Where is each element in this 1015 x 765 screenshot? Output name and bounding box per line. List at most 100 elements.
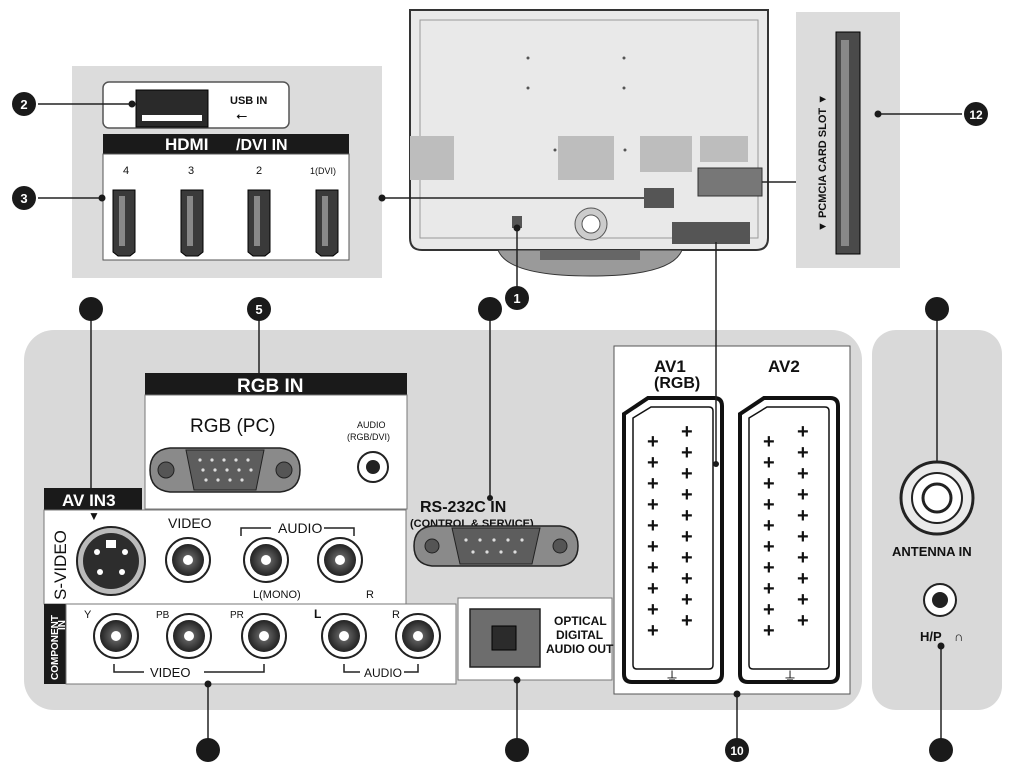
- optical-label-2: DIGITAL: [556, 628, 603, 642]
- optical-label: OPTICAL: [554, 614, 607, 628]
- av2-label: AV2: [768, 357, 800, 376]
- optical-label-3: AUDIO OUT: [546, 642, 614, 656]
- scart-pin: +: [681, 526, 693, 548]
- scart-pin: +: [797, 589, 809, 611]
- scart-pin: +: [647, 473, 659, 495]
- scart-pin: +: [763, 515, 775, 537]
- hp-label: H/P: [920, 629, 942, 644]
- rgb-pc-port[interactable]: [149, 447, 301, 493]
- comp-y-label: Y: [84, 609, 92, 621]
- callout-13-marker: [929, 738, 953, 762]
- scart-pin: +: [763, 620, 775, 642]
- rgb-in-title: RGB IN: [237, 376, 304, 397]
- scart-pin: +: [647, 494, 659, 516]
- scart-pin: +: [763, 578, 775, 600]
- av1-rgb-label: (RGB): [654, 375, 700, 392]
- av1-scart-port[interactable]: [622, 396, 724, 684]
- scart-pin: +: [681, 589, 693, 611]
- callout-12: 12: [969, 108, 983, 122]
- scart-pin: +: [763, 452, 775, 474]
- hdmi-port-label: 3: [188, 165, 194, 177]
- av-audio-label: AUDIO: [278, 520, 322, 536]
- scart-pin: +: [797, 442, 809, 464]
- usb-port[interactable]: [135, 89, 209, 128]
- component-audio-r-jack[interactable]: [395, 613, 441, 659]
- component-label: COMPONENT: [50, 615, 61, 680]
- audio-rgb-label: AUDIO: [357, 420, 386, 430]
- scart-pin: +: [647, 431, 659, 453]
- scart-pin: +: [763, 557, 775, 579]
- scart-pin: +: [681, 568, 693, 590]
- callout-7-marker: [196, 738, 220, 762]
- callout-4-marker: [79, 297, 103, 321]
- av-video-jack[interactable]: [165, 537, 211, 583]
- usb-icon: ⭠: [236, 107, 247, 123]
- rear-connector-panel: RGB IN RGB (PC) AUDIO (RGB/DVI) AV IN3 S…: [24, 330, 1002, 710]
- scart-pin: +: [647, 536, 659, 558]
- comp-pr-label: PR: [230, 610, 244, 621]
- pcmcia-panel: ▼ PCMCIA CARD SLOT ▼: [796, 12, 900, 268]
- headphone-jack[interactable]: [923, 583, 957, 617]
- av2-ground-icon: ⏚: [783, 669, 797, 685]
- component-in-label: IN: [57, 620, 68, 630]
- callout-lines: [38, 103, 962, 742]
- scart-pin: +: [797, 547, 809, 569]
- rs232c-port[interactable]: [413, 525, 579, 567]
- hdmi-port-label: 2: [256, 165, 262, 177]
- component-audio-l-jack[interactable]: [321, 613, 367, 659]
- svideo-pointer: ▼: [88, 509, 100, 523]
- callout-10: 10: [730, 744, 744, 758]
- svideo-port[interactable]: [76, 526, 146, 596]
- comp-pb-label: PB: [156, 610, 170, 621]
- rs232-label: RS-232C IN: [420, 499, 506, 516]
- scart-pin: +: [681, 547, 693, 569]
- component-y-jack[interactable]: [93, 613, 139, 659]
- callout-3: 3: [20, 191, 27, 206]
- optical-digital-audio-out-port[interactable]: [469, 608, 541, 668]
- av-r-label: R: [366, 589, 374, 601]
- antenna-in-label: ANTENNA IN: [892, 544, 972, 559]
- scart-pin: +: [681, 463, 693, 485]
- scart-pin: +: [797, 505, 809, 527]
- usb-label: USB IN: [230, 95, 267, 107]
- scart-pin: +: [647, 578, 659, 600]
- scart-pin: +: [647, 557, 659, 579]
- hdmi-dvi-label: /DVI IN: [236, 137, 288, 154]
- hdmi-port-label: 1(DVI): [310, 166, 336, 176]
- scart-pin: +: [647, 452, 659, 474]
- scart-pin: +: [797, 610, 809, 632]
- callout-1: 1: [513, 291, 520, 306]
- callout-6-marker: [478, 297, 502, 321]
- antenna-in-port[interactable]: [899, 460, 975, 536]
- component-pb-jack[interactable]: [166, 613, 212, 659]
- comp-video-label: VIDEO: [150, 665, 190, 680]
- svideo-label: S-VIDEO: [51, 530, 70, 600]
- rgb-pc-label: RGB (PC): [190, 416, 276, 437]
- l-mono-label: L(MONO): [253, 589, 301, 601]
- scart-pin: +: [681, 442, 693, 464]
- pcmcia-label: ▼ PCMCIA CARD SLOT ▼: [817, 94, 829, 232]
- scart-pin: +: [647, 620, 659, 642]
- scart-pin: +: [681, 421, 693, 443]
- av-audio-l-jack[interactable]: [243, 537, 289, 583]
- av2-scart-port[interactable]: [738, 396, 840, 684]
- scart-pin: +: [647, 599, 659, 621]
- av1-ground-icon: ⏚: [665, 669, 679, 685]
- scart-pins: ++++++++++++++++++++++++++++++++++++++++: [647, 421, 809, 642]
- av-video-label: VIDEO: [168, 515, 212, 531]
- component-pr-jack[interactable]: [241, 613, 287, 659]
- headphone-icon: ∩: [954, 629, 963, 644]
- scart-pin: +: [681, 505, 693, 527]
- tv-rear-view: [409, 9, 769, 277]
- scart-pin: +: [763, 473, 775, 495]
- scart-pin: +: [797, 568, 809, 590]
- av-audio-r-jack[interactable]: [317, 537, 363, 583]
- audio-rgb-dvi-jack[interactable]: [357, 451, 389, 483]
- comp-audio-label: AUDIO: [364, 666, 402, 680]
- scart-pin: +: [797, 463, 809, 485]
- scart-pin: +: [681, 610, 693, 632]
- hdmi-port-label: 4: [123, 165, 129, 177]
- callout-2: 2: [20, 97, 27, 112]
- callout-5: 5: [255, 302, 262, 317]
